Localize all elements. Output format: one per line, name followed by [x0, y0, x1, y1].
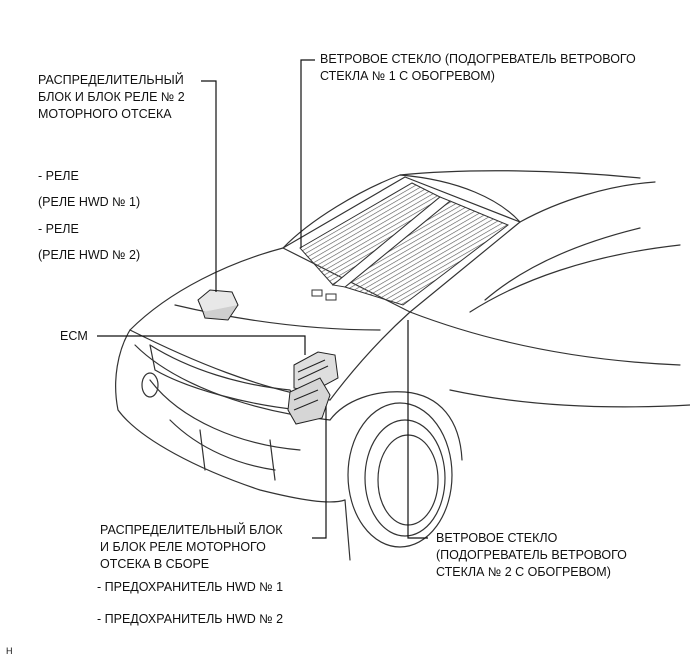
- leader-ecm: [97, 335, 306, 355]
- relay-item-1-detail: (РЕЛЕ HWD № 1): [38, 195, 141, 209]
- fuse-block-label: РАСПРЕДЕЛИТЕЛЬНЫЙ БЛОК И БЛОК РЕЛЕ МОТОР…: [100, 523, 283, 571]
- hood-outline: [129, 247, 284, 331]
- leader-fuse-block: [312, 406, 327, 539]
- relay-item-2-detail: (РЕЛЕ HWD № 2): [38, 248, 141, 262]
- front-wheel: [347, 402, 453, 548]
- emblem: [141, 372, 159, 398]
- leader-windshield-2: [407, 320, 428, 539]
- connector-2: [325, 293, 337, 301]
- windshield-1-label: ВЕТРОВОЕ СТЕКЛО (ПОДОГРЕВАТЕЛЬ ВЕТРОВОГО…: [320, 52, 636, 83]
- roof-outline: [282, 170, 641, 249]
- ecm-component: [293, 351, 339, 393]
- fuse-item-1: - ПРЕДОХРАНИТЕЛЬ HWD № 1: [97, 580, 284, 594]
- ecm-label: ECM: [60, 329, 88, 343]
- relay-block-component: [197, 289, 239, 321]
- windshield-2-label: ВЕТРОВОЕ СТЕКЛО (ПОДОГРЕВАТЕЛЬ ВЕТРОВОГО…: [436, 531, 627, 579]
- relay-block-label: РАСПРЕДЕЛИТЕЛЬНЫЙ БЛОК И БЛОК РЕЛЕ № 2 М…: [38, 73, 185, 121]
- connector-1: [311, 289, 323, 297]
- fuse-block-component: [287, 377, 331, 425]
- relay-item-1: - РЕЛЕ: [38, 169, 79, 183]
- corner-mark: H: [6, 646, 13, 656]
- leader-windshield-1: [300, 59, 315, 248]
- fuse-item-2: - ПРЕДОХРАНИТЕЛЬ HWD № 2: [97, 612, 284, 626]
- relay-item-2: - РЕЛЕ: [38, 222, 79, 236]
- leader-relay-block: [201, 80, 217, 292]
- front-bumper: [115, 329, 346, 503]
- headlight: [149, 344, 301, 411]
